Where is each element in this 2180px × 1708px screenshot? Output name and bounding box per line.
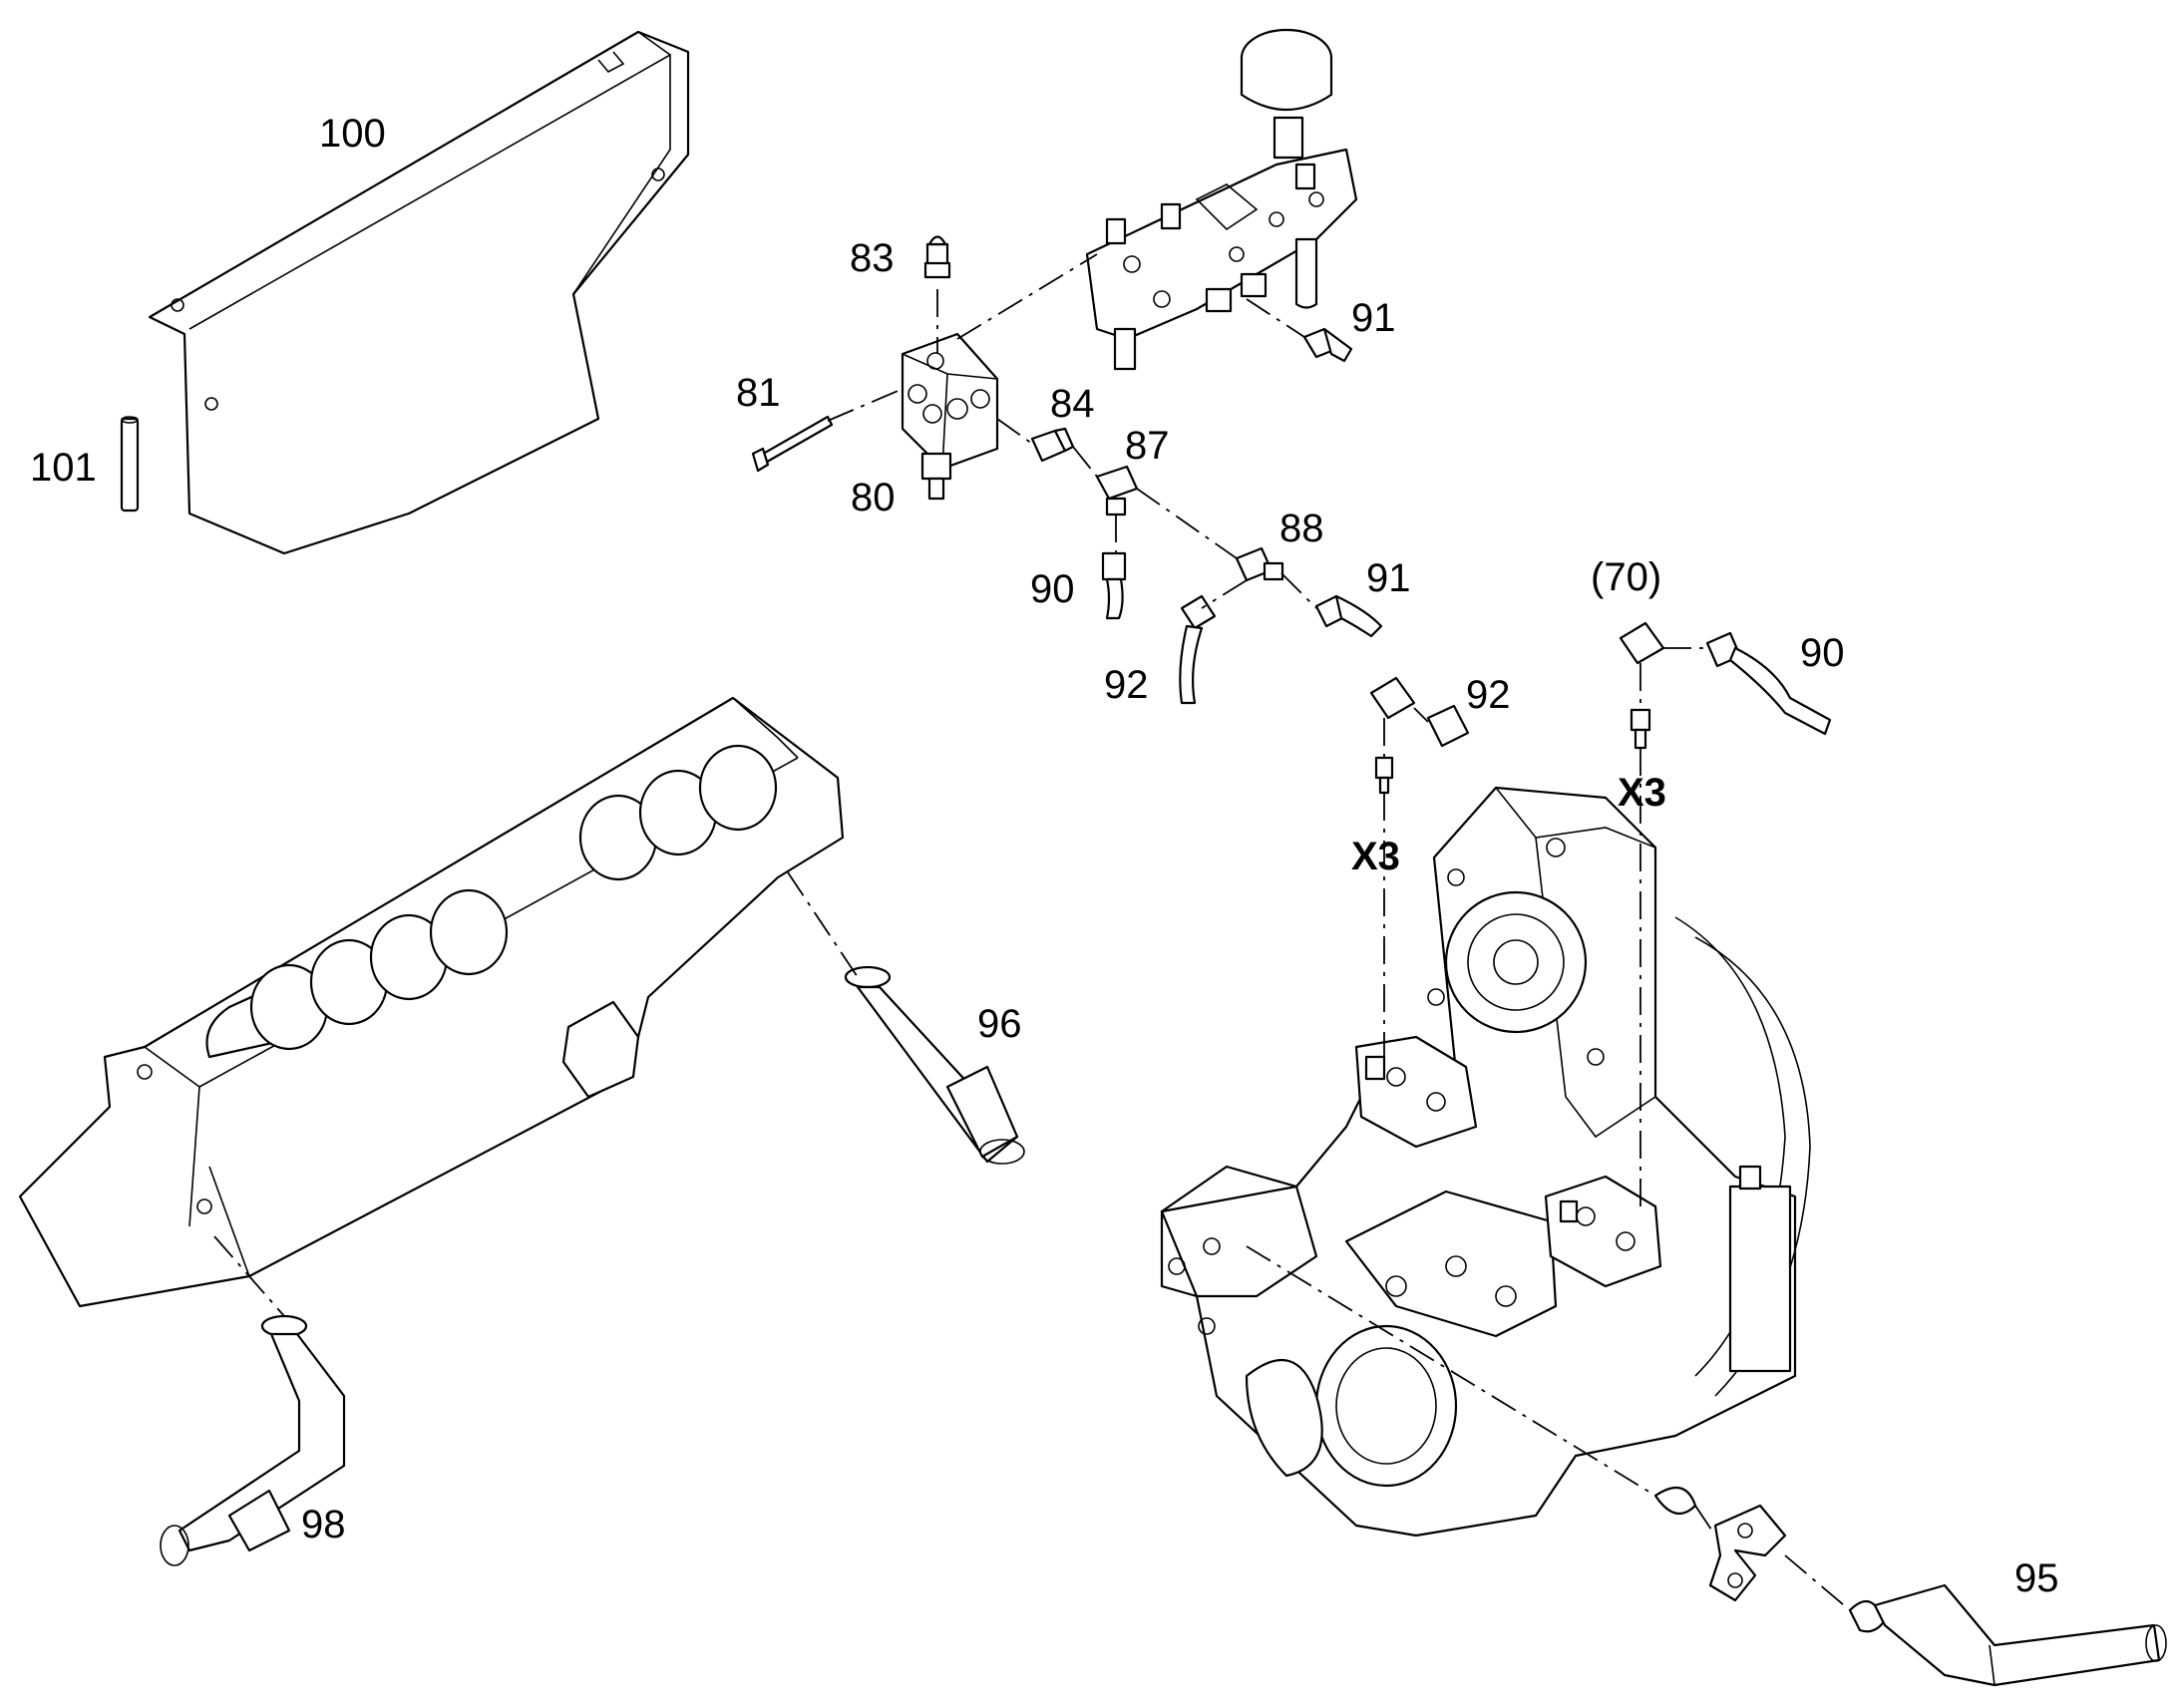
label-92-right: 92 xyxy=(1466,673,1511,717)
part-92-hose-a[interactable] xyxy=(1179,594,1217,705)
manifold-block-left[interactable] xyxy=(18,696,845,1308)
part-90-hose-end-a[interactable] xyxy=(1101,551,1127,620)
part-87-tee-fitting[interactable] xyxy=(1095,465,1139,516)
label-70: (70) xyxy=(1591,555,1661,599)
label-87: 87 xyxy=(1125,424,1170,468)
label-95: 95 xyxy=(2014,1556,2059,1600)
part-80-valve-block[interactable] xyxy=(901,332,999,501)
label-90-right: 90 xyxy=(1800,631,1845,675)
label-81: 81 xyxy=(736,371,781,415)
label-91-mid: 91 xyxy=(1366,556,1411,600)
label-90-left: 90 xyxy=(1030,567,1075,611)
valve-block-top[interactable] xyxy=(1085,28,1358,371)
transmission-assembly[interactable] xyxy=(1160,786,1811,1602)
label-101: 101 xyxy=(30,446,97,490)
label-x3-right: X3 xyxy=(1618,771,1666,815)
label-98: 98 xyxy=(301,1503,346,1546)
part-84-adapter[interactable] xyxy=(1030,427,1075,463)
label-80: 80 xyxy=(851,476,896,519)
part-83-fitting[interactable] xyxy=(923,235,951,279)
part-101-pin[interactable] xyxy=(120,416,140,512)
part-91-hose-end-b[interactable] xyxy=(1314,594,1383,638)
part-96-hose[interactable] xyxy=(844,965,1025,1165)
part-81-bolt[interactable] xyxy=(751,415,834,473)
manifold-valve-spools xyxy=(205,744,778,1059)
callout-labels: 100 101 83 91 81 84 87 80 88 90 91 (70) … xyxy=(30,112,2059,1600)
assembly-lines xyxy=(213,253,1851,1611)
label-96: 96 xyxy=(977,1002,1022,1046)
label-83: 83 xyxy=(850,236,895,280)
label-84: 84 xyxy=(1050,382,1095,426)
label-88: 88 xyxy=(1279,507,1324,550)
part-91-hose-end-a[interactable] xyxy=(1302,327,1353,363)
label-x3-left: X3 xyxy=(1351,835,1400,878)
label-91-top: 91 xyxy=(1351,296,1396,340)
label-92-left: 92 xyxy=(1104,663,1149,707)
part-100-cover-plate[interactable] xyxy=(148,30,690,555)
part-95-hose[interactable] xyxy=(1848,1583,2167,1687)
part-88-tee-fitting[interactable] xyxy=(1235,546,1284,582)
part-92-elbow-fitting-b[interactable] xyxy=(1369,676,1470,795)
part-70-elbow-fitting[interactable] xyxy=(1619,621,1665,750)
label-100: 100 xyxy=(319,112,386,156)
part-90-hose-b[interactable] xyxy=(1705,631,1832,736)
